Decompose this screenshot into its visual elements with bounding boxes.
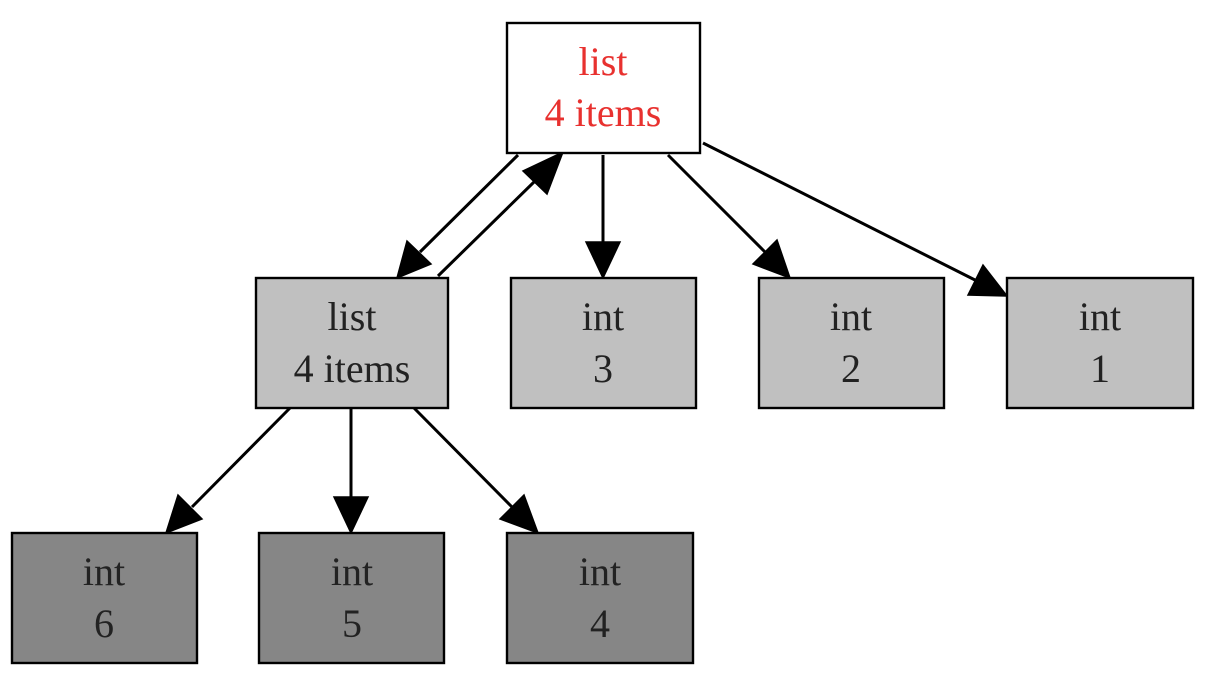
node-type-label: int: [830, 294, 872, 339]
node-value-label: 1: [1090, 346, 1110, 391]
node-type-label: int: [582, 294, 624, 339]
edge-root-to-int-2: [666, 153, 792, 280]
node-value-label: 4 items: [294, 346, 411, 391]
edge-root-to-int-3: [584, 155, 622, 280]
edge-inner-list-to-int-4: [412, 406, 540, 535]
node-value-label: 2: [841, 346, 861, 391]
node-type-label: list: [328, 294, 377, 339]
node-value-label: 4: [590, 601, 610, 646]
edge-inner-list-to-int-5: [332, 408, 370, 535]
node-box: [254, 276, 450, 410]
node-type-label: int: [331, 549, 373, 594]
node-type-label: list: [579, 39, 628, 84]
edges: [164, 141, 1009, 535]
node-int-1[interactable]: int 1: [1005, 276, 1195, 410]
edge-inner-list-to-root: [436, 150, 565, 278]
node-type-label: int: [1079, 294, 1121, 339]
node-box: [505, 531, 695, 665]
node-value-label: 4 items: [545, 90, 662, 135]
edge-root-to-int-1: [702, 141, 1009, 297]
node-int-6[interactable]: int 6: [10, 531, 199, 665]
node-type-label: int: [579, 549, 621, 594]
edge-root-to-inner-list: [395, 153, 520, 280]
node-type-label: int: [83, 549, 125, 594]
nodes: list 4 items list 4 items int 3 int 2 in…: [10, 21, 1195, 665]
node-box: [257, 531, 446, 665]
node-int-4[interactable]: int 4: [505, 531, 695, 665]
node-box: [757, 276, 946, 410]
node-root-list[interactable]: list 4 items: [505, 21, 702, 155]
node-int-2[interactable]: int 2: [757, 276, 946, 410]
node-value-label: 3: [593, 346, 613, 391]
node-value-label: 6: [94, 601, 114, 646]
node-box: [509, 276, 698, 410]
node-int-3[interactable]: int 3: [509, 276, 698, 410]
node-box: [505, 21, 702, 155]
node-value-label: 5: [342, 601, 362, 646]
node-box: [1005, 276, 1195, 410]
node-box: [10, 531, 199, 665]
node-inner-list[interactable]: list 4 items: [254, 276, 450, 410]
node-int-5[interactable]: int 5: [257, 531, 446, 665]
edge-inner-list-to-int-6: [164, 406, 292, 535]
